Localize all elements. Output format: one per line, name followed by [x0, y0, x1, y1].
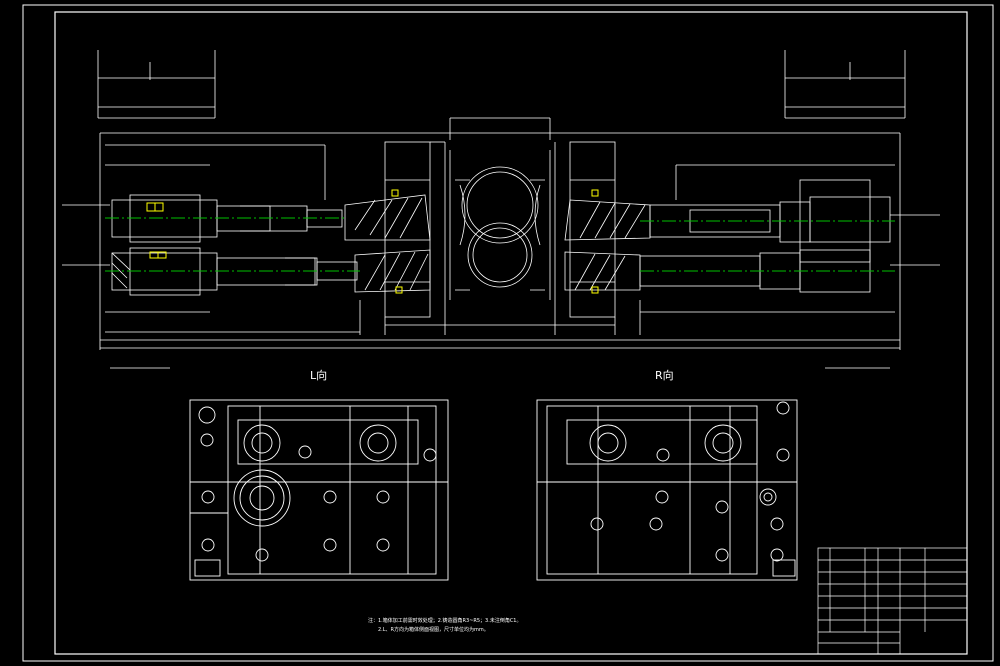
inner-frame	[54, 11, 968, 655]
notes-line-1: 注：1.箱体加工前需时效处理；2.铸造圆角R3~R5；3.未注倒角C1。	[368, 617, 522, 624]
outer-frame	[22, 4, 994, 662]
housing-view-left	[189, 399, 449, 581]
title-block	[817, 547, 968, 655]
notes-line-2: 2.L、R方向为箱体侧面视图，尺寸单位均为mm。	[378, 626, 489, 633]
bearing-highlights	[146, 189, 599, 294]
centerlines	[105, 217, 895, 272]
housing-view-right	[536, 399, 798, 581]
view-right-label: R向	[655, 368, 674, 382]
assembly-view	[62, 50, 940, 369]
view-left-label: L向	[310, 368, 327, 382]
